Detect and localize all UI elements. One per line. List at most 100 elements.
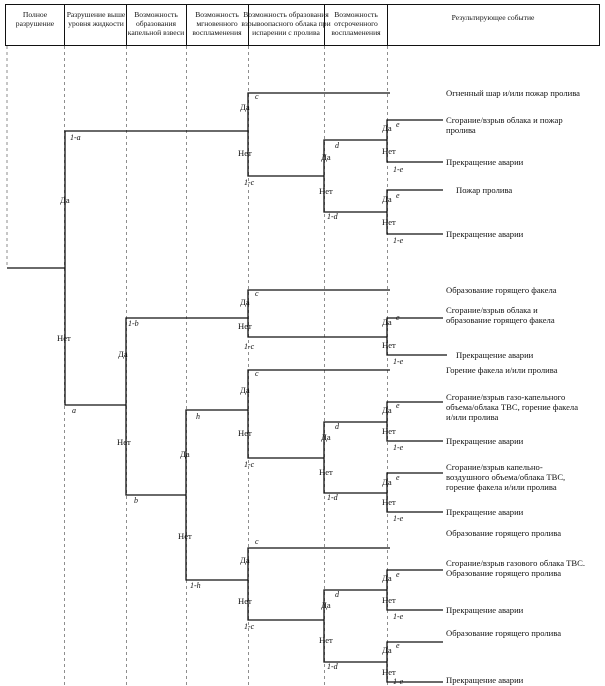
prob-e: e [396, 641, 400, 650]
outcome-item: Горение факела и/или пролива [446, 365, 558, 375]
no-label: Нет [382, 595, 396, 605]
yes-label: Да [240, 385, 250, 395]
header-grid [5, 4, 600, 46]
prob-e: e [396, 401, 400, 410]
no-label: Нет [382, 667, 396, 677]
no-label: Нет [382, 340, 396, 350]
yes-label: Да [240, 102, 250, 112]
prob-one-minus-b: 1-b [128, 319, 139, 328]
yes-label: Да [321, 600, 331, 610]
prob-one-minus-d: 1-d [327, 212, 339, 221]
no-label: Нет [319, 186, 333, 196]
prob-c: c [255, 369, 259, 378]
outcome-item: Образование горящего факела [446, 285, 557, 295]
no-label: Нет [117, 437, 131, 447]
yes-label: Да [118, 349, 128, 359]
prob-one-minus-d: 1-d [327, 662, 339, 671]
prob-d: d [335, 590, 340, 599]
yes-label: Да [321, 152, 331, 162]
yes-label: Да [60, 195, 70, 205]
prob-one-minus-e: 1-e [393, 612, 404, 621]
yes-label: Да [382, 477, 392, 487]
yes-label: Да [382, 123, 392, 133]
outcome-item: Прекращение аварии [446, 229, 524, 239]
prob-one-minus-c: 1-c [244, 460, 255, 469]
yes-label: Да [240, 555, 250, 565]
prob-one-minus-c: 1-c [244, 622, 255, 631]
outcome-item: Прекращение аварии [446, 605, 524, 615]
outcome-item: Образование горящего пролива [446, 528, 561, 538]
probability-labels: 1-a a 1-b b h 1-h c 1-c c 1-c c 1-c c 1-… [70, 92, 404, 686]
yes-label: Да [382, 573, 392, 583]
yes-label: Да [240, 297, 250, 307]
yes-label: Да [180, 449, 190, 459]
outcome-item: Огненный шар и/или пожар пролива [446, 88, 580, 98]
prob-e: e [396, 473, 400, 482]
outcome-item: Прекращение аварии [446, 436, 524, 446]
prob-e: e [396, 191, 400, 200]
no-label: Нет [178, 531, 192, 541]
prob-c: c [255, 92, 259, 101]
prob-one-minus-e: 1-e [393, 357, 404, 366]
no-label: Нет [238, 596, 252, 606]
outcome-item: Образование горящего пролива [446, 628, 561, 638]
prob-one-minus-c: 1-c [244, 178, 255, 187]
yes-label: Да [382, 405, 392, 415]
header-border [5, 4, 600, 46]
outcome-item: Сгорание/взрыв капельно-воздушного объем… [446, 462, 565, 492]
yes-label: Да [382, 645, 392, 655]
prob-e: e [396, 570, 400, 579]
no-label: Нет [382, 426, 396, 436]
no-label: Нет [382, 497, 396, 507]
outcomes: Огненный шар и/или пожар пролива Сгорани… [446, 88, 585, 685]
no-label: Нет [238, 428, 252, 438]
no-label: Нет [238, 148, 252, 158]
outcome-item: Пожар пролива [456, 185, 512, 195]
no-label: Нет [57, 333, 71, 343]
prob-e: e [396, 313, 400, 322]
yes-label: Да [382, 194, 392, 204]
prob-one-minus-e: 1-e [393, 443, 404, 452]
prob-a: a [72, 406, 76, 415]
prob-d: d [335, 422, 340, 431]
prob-one-minus-a: 1-a [70, 133, 81, 142]
header-resulting-event: Результирующее событие [452, 13, 535, 22]
prob-one-minus-e: 1-e [393, 677, 404, 686]
outcome-item: Прекращение аварии [446, 507, 524, 517]
prob-one-minus-d: 1-d [327, 493, 339, 502]
prob-one-minus-e: 1-e [393, 165, 404, 174]
outcome-item: Сгорание/взрыв газового облака ТВС.Образ… [446, 558, 585, 578]
prob-b: b [134, 496, 138, 505]
tree-edges [7, 92, 447, 683]
no-label: Нет [319, 635, 333, 645]
branch-labels: Да Нет Да Нет Да Нет Да Нет Да Нет Да Не… [57, 102, 396, 677]
outcome-item: Прекращение аварии [456, 350, 534, 360]
no-label: Нет [382, 217, 396, 227]
prob-e: e [396, 120, 400, 129]
yes-label: Да [321, 432, 331, 442]
no-label: Нет [382, 146, 396, 156]
prob-one-minus-h: 1-h [190, 581, 201, 590]
prob-one-minus-e: 1-e [393, 514, 404, 523]
prob-c: c [255, 537, 259, 546]
yes-label: Да [382, 317, 392, 327]
outcome-item: Прекращение аварии [446, 157, 524, 167]
no-label: Нет [238, 321, 252, 331]
outcome-item: Прекращение аварии [446, 675, 524, 685]
prob-c: c [255, 289, 259, 298]
prob-d: d [335, 141, 340, 150]
prob-h: h [196, 412, 200, 421]
prob-one-minus-e: 1-e [393, 236, 404, 245]
no-label: Нет [319, 467, 333, 477]
